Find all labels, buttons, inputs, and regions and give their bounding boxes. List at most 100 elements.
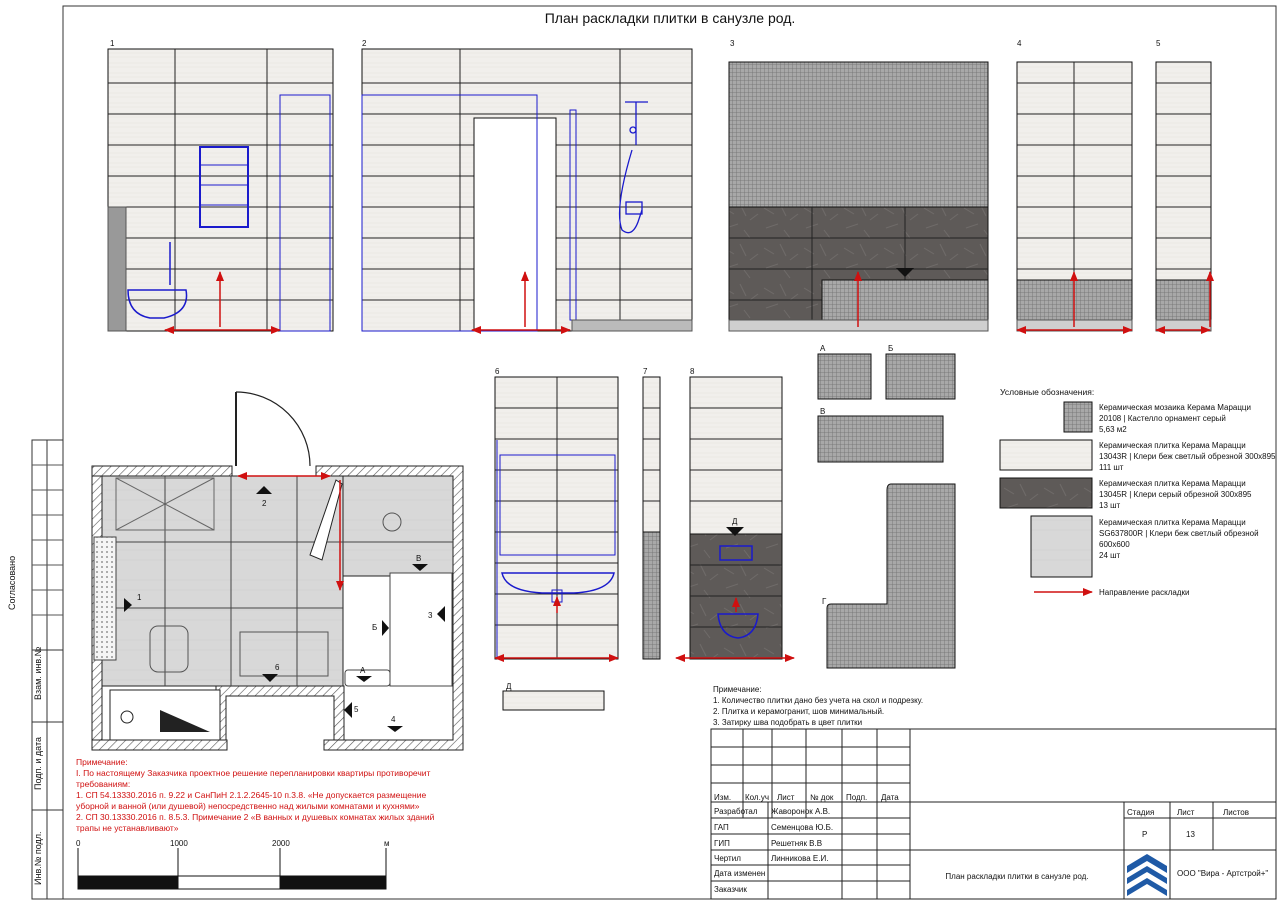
tile-pieces: А Б В Г Д: [502, 344, 956, 711]
legend-heading: Условные обозначения:: [1000, 387, 1094, 397]
svg-text:Листов: Листов: [1223, 808, 1249, 817]
elevation-label: 1: [110, 39, 115, 48]
doorway: [473, 117, 557, 332]
svg-text:2000: 2000: [272, 839, 290, 848]
svg-text:Лист: Лист: [1177, 808, 1195, 817]
stamp-replace: Взам. инв.№: [33, 646, 43, 700]
svg-text:№ док: № док: [810, 793, 834, 802]
section-marker-icon: [344, 702, 352, 718]
svg-text:Б: Б: [888, 344, 893, 353]
legend-swatch-light: [999, 439, 1093, 471]
svg-text:4: 4: [391, 715, 396, 724]
section-marker-icon: [387, 726, 403, 732]
elevation-7: 7: [642, 367, 661, 660]
svg-text:SG637800R | Клери беж светлый: SG637800R | Клери беж светлый обрезной: [1099, 529, 1259, 538]
svg-text:6: 6: [275, 663, 280, 672]
svg-text:В: В: [820, 407, 825, 416]
tile-g: [826, 483, 956, 669]
svg-text:1000: 1000: [170, 839, 188, 848]
svg-text:5,63 м2: 5,63 м2: [1099, 425, 1127, 434]
svg-text:3: 3: [428, 611, 433, 620]
section-marker-icon: [256, 486, 272, 494]
svg-text:Жаворонок А.В.: Жаворонок А.В.: [771, 807, 830, 816]
marker-d-icon: [726, 527, 744, 536]
elevation-4: 4: [1016, 39, 1133, 334]
elevation-5: 5: [1155, 39, 1214, 334]
towel-rail-icon: [199, 146, 249, 228]
plan-floor: [101, 475, 344, 687]
svg-text:Решетняк В.В: Решетняк В.В: [771, 839, 822, 848]
elevation-label: 4: [1017, 39, 1022, 48]
svg-text:I. По настоящему Заказчика про: I. По настоящему Заказчика проектное реш…: [76, 768, 431, 778]
svg-text:1. Количество плитки дано без: 1. Количество плитки дано без учета на с…: [713, 696, 923, 705]
elevation-8: 8 Д: [675, 367, 795, 662]
svg-text:Керамическая плитка Керама Мар: Керамическая плитка Керама Марацци: [1099, 479, 1246, 488]
svg-text:2. СП 30.13330.2016 п. 8.5.3.: 2. СП 30.13330.2016 п. 8.5.3. Примечание…: [76, 812, 435, 822]
tile-a: [817, 353, 872, 400]
svg-text:Д: Д: [506, 682, 512, 691]
company-name: ООО "Вира - Артстрой+": [1177, 869, 1268, 878]
sink-icon: [501, 572, 615, 594]
section-marker-icon: [412, 564, 428, 571]
plan-sink-icon: [382, 512, 402, 532]
svg-text:Изм.: Изм.: [714, 793, 731, 802]
tile-v: [817, 415, 944, 463]
legend-swatch-mosaic: [1063, 401, 1093, 433]
elevation-label: 6: [495, 367, 500, 376]
svg-text:м: м: [384, 839, 390, 848]
svg-text:Чертил: Чертил: [714, 854, 741, 863]
svg-text:Б: Б: [372, 623, 377, 632]
mirror-icon: [499, 454, 616, 556]
svg-text:Дата изменен: Дата изменен: [714, 869, 765, 878]
page-title: План раскладки плитки в санузле род.: [545, 10, 796, 26]
svg-text:требованиям:: требованиям:: [76, 779, 130, 789]
stamp-agreed: Согласовано: [7, 556, 17, 610]
svg-text:600х600: 600х600: [1099, 540, 1130, 549]
svg-text:13045R | Клери серый обрезной: 13045R | Клери серый обрезной 300х895: [1099, 490, 1252, 499]
svg-text:13: 13: [1186, 830, 1195, 839]
svg-text:трапы не устанавливают»: трапы не устанавливают»: [76, 823, 179, 833]
svg-text:24 шт: 24 шт: [1099, 551, 1121, 560]
svg-text:В: В: [416, 554, 421, 563]
toilet-icon: [127, 289, 188, 319]
svg-text:Примечание:: Примечание:: [76, 757, 128, 767]
svg-text:Разработал: Разработал: [714, 807, 758, 816]
door-swing: [235, 391, 311, 467]
stamp-inv: Инв.№ подл.: [33, 831, 43, 885]
vanity-icon: [239, 631, 329, 677]
svg-text:20108 | Кастелло орнамент серы: 20108 | Кастелло орнамент серый: [1099, 414, 1226, 423]
svg-text:Р: Р: [1142, 830, 1147, 839]
svg-text:Керамическая мозаика Керама Ма: Керамическая мозаика Керама Марацци: [1099, 403, 1251, 412]
svg-text:5: 5: [354, 705, 359, 714]
elevation-label: 7: [643, 367, 648, 376]
elevation-6: 6: [494, 367, 619, 662]
side-stamp: Согласовано Взам. инв.№ Подп. и дата Инв…: [7, 439, 64, 900]
legend-swatch-dark: [999, 477, 1093, 509]
svg-text:А: А: [820, 344, 826, 353]
svg-text:Линникова Е.И.: Линникова Е.И.: [771, 854, 828, 863]
svg-text:Кол.уч: Кол.уч: [745, 793, 769, 802]
stamp-sign-date: Подп. и дата: [33, 737, 43, 790]
svg-text:Подп.: Подп.: [846, 793, 867, 802]
plan-toilet-icon: [149, 625, 189, 673]
section-marker-icon: [437, 606, 445, 622]
elevation-label: 2: [362, 39, 367, 48]
section-marker-icon: [382, 620, 389, 636]
svg-text:1: 1: [137, 593, 142, 602]
tile-b: [885, 353, 956, 400]
elevation-3: 3: [728, 39, 989, 332]
svg-text:Примечание:: Примечание:: [713, 685, 762, 694]
warning-notes: Примечание: I. По настоящему Заказчика п…: [76, 757, 435, 833]
section-marker-icon: [356, 676, 372, 682]
scale-bar: 0 1000 2000 м: [76, 839, 390, 890]
elevation-label: 3: [730, 39, 735, 48]
svg-text:Лист: Лист: [777, 793, 795, 802]
section-marker-icon: [124, 598, 132, 612]
general-notes: Примечание: 1. Количество плитки дано бе…: [713, 685, 923, 727]
svg-text:0: 0: [76, 839, 81, 848]
svg-text:2: 2: [262, 499, 267, 508]
shower-icon: [618, 101, 648, 234]
svg-text:13043R | Клери беж светлый обр: 13043R | Клери беж светлый обрезной 300х…: [1099, 452, 1276, 461]
elevation-label: 5: [1156, 39, 1161, 48]
